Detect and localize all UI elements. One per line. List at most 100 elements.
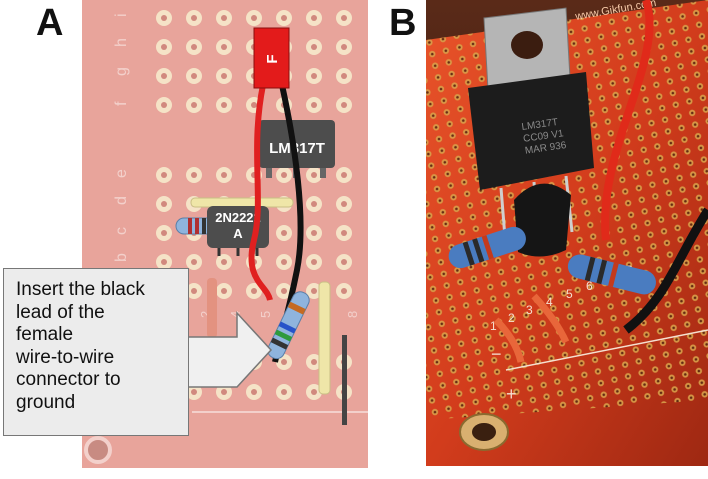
pad-hole: [161, 201, 167, 207]
red-wire: [248, 84, 273, 301]
pad-hole: [191, 389, 197, 395]
pad-hole: [311, 73, 317, 79]
row-label: h: [113, 38, 130, 47]
black-wire-photo: [623, 207, 708, 334]
row-label: f: [113, 101, 130, 106]
row-label: b: [113, 253, 130, 262]
column-label: 4: [228, 311, 243, 318]
pad-hole: [221, 73, 227, 79]
pad-hole: [221, 288, 227, 294]
mounting-hole: [84, 436, 112, 464]
pad-hole: [281, 359, 287, 365]
row-label: i: [113, 13, 130, 17]
pad-hole: [341, 288, 347, 294]
svg-text:3: 3: [526, 303, 533, 317]
pad-hole: [341, 230, 347, 236]
pad-hole: [221, 172, 227, 178]
ground-rail-marker: [342, 335, 347, 425]
connector-label: F: [264, 54, 281, 63]
svg-text:5: 5: [566, 287, 573, 301]
row-label: g: [113, 67, 130, 76]
pad-hole: [341, 259, 347, 265]
jumper-photo-1: [493, 317, 525, 363]
transistor-photo: [514, 183, 571, 257]
pad-hole: [191, 259, 197, 265]
svg-text:−: −: [491, 344, 502, 364]
pad-hole: [161, 230, 167, 236]
pad-hole: [311, 359, 317, 365]
pad-hole: [311, 172, 317, 178]
female-connector: [253, 27, 290, 89]
jumper-wire-vertical: [318, 281, 331, 395]
pad-hole: [191, 73, 197, 79]
jumper-wire-faded: [207, 278, 217, 338]
assembled-board-photo: www.Gikfun.com 1 2 3 4 5 6 7 8 + − LM317…: [426, 0, 708, 466]
pad-hole: [161, 73, 167, 79]
pad-hole: [191, 102, 197, 108]
pad-hole: [311, 230, 317, 236]
callout-text: Insert the black lead of the female wire…: [16, 279, 145, 413]
svg-text:+: +: [506, 384, 517, 404]
pad-hole: [221, 102, 227, 108]
pad-hole: [311, 389, 317, 395]
svg-text:2: 2: [508, 311, 515, 325]
pad-hole: [221, 44, 227, 50]
pad-hole: [251, 15, 257, 21]
instruction-callout: Insert the black lead of the female wire…: [3, 268, 189, 436]
regulator-lm317t: [259, 120, 335, 168]
pad-hole: [281, 230, 287, 236]
pad-hole: [191, 288, 197, 294]
pad-hole: [251, 288, 257, 294]
column-label: 2: [198, 311, 213, 318]
pad-hole: [221, 259, 227, 265]
pad-hole: [341, 102, 347, 108]
regulator-label: LM317T: [269, 140, 325, 157]
jumper-wire-horizontal: [190, 197, 294, 208]
pad-hole: [281, 172, 287, 178]
pad-hole: [251, 389, 257, 395]
svg-text:1: 1: [490, 319, 497, 333]
pad-hole: [161, 15, 167, 21]
svg-text:4: 4: [546, 295, 553, 309]
row-label: c: [113, 227, 130, 235]
panel-label-b: B: [389, 2, 417, 44]
pad-hole: [251, 102, 257, 108]
column-label: 5: [258, 311, 273, 318]
svg-text:6: 6: [586, 279, 593, 293]
pad-hole: [221, 389, 227, 395]
pad-hole: [191, 44, 197, 50]
pad-hole: [311, 102, 317, 108]
panel-label-a: A: [36, 2, 64, 44]
pad-hole: [191, 172, 197, 178]
pad-hole: [161, 102, 167, 108]
pad-hole: [161, 172, 167, 178]
pad-hole: [311, 288, 317, 294]
pad-hole: [341, 73, 347, 79]
pad-hole: [221, 15, 227, 21]
pad-hole: [311, 15, 317, 21]
pad-hole: [191, 15, 197, 21]
resistor-photo-left: [448, 226, 526, 269]
resistor-main: [267, 291, 310, 360]
jumper-photo-2: [531, 293, 570, 344]
pad-hole: [281, 288, 287, 294]
pad-hole: [341, 201, 347, 207]
red-wire-photo: [601, 0, 654, 241]
pad-hole: [341, 172, 347, 178]
column-label: 8: [345, 311, 360, 318]
pad-hole: [161, 44, 167, 50]
pad-hole: [311, 44, 317, 50]
pad-hole: [341, 15, 347, 21]
resistor-photo-right: [567, 254, 656, 295]
pad-hole: [281, 389, 287, 395]
row-label: e: [113, 169, 130, 178]
pad-hole: [281, 15, 287, 21]
regulator-body-photo: [468, 72, 594, 190]
pad-hole: [161, 259, 167, 265]
pad-hole: [281, 259, 287, 265]
pad-hole: [311, 259, 317, 265]
pad-hole: [341, 44, 347, 50]
pad-hole: [311, 201, 317, 207]
